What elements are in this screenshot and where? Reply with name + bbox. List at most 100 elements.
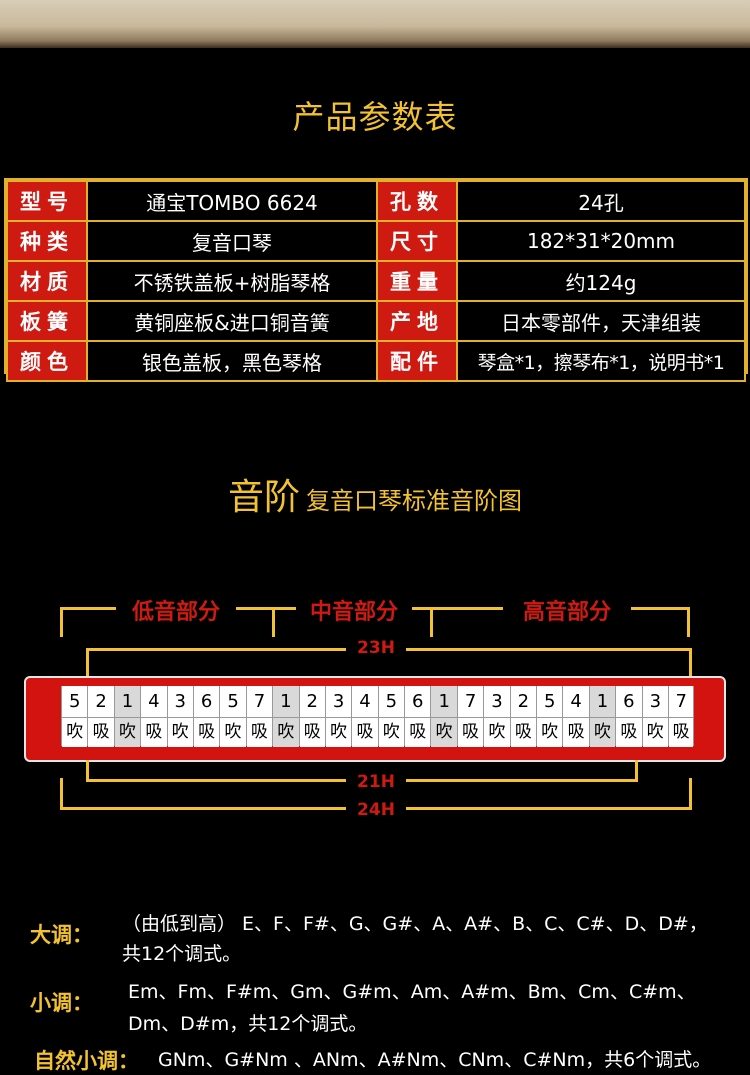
hole-note: 6	[405, 686, 431, 718]
hole-action: 吸	[88, 718, 114, 747]
high-section-label: 高音部分	[503, 594, 631, 626]
spec-value: 182*31*20mm	[456, 220, 746, 262]
spec-key: 材质	[6, 260, 88, 302]
hole-note: 1	[273, 686, 299, 718]
spec-value: 复音口琴	[86, 220, 378, 262]
hole-action: 吸	[563, 718, 589, 747]
scale-title-main: 音阶	[227, 477, 300, 518]
natural-minor-label: 自然小调：	[34, 1049, 139, 1073]
hole-note: 3	[325, 686, 352, 718]
hole-note: 7	[246, 686, 273, 718]
low-section-label: 低音部分	[116, 594, 236, 626]
hole-action: 吸	[299, 718, 325, 747]
spec-value: 通宝TOMBO 6624	[86, 180, 378, 222]
spec-value: 银色盖板，黑色琴格	[86, 340, 378, 382]
hole-note: 5	[537, 686, 563, 718]
hole-action: 吹	[220, 718, 246, 747]
spec-key: 配件	[376, 340, 458, 382]
hole-action: 吹	[378, 718, 405, 747]
spec-row: 材质不锈铁盖板+树脂琴格重量约124g	[6, 260, 746, 302]
spec-key: 种类	[6, 220, 88, 262]
spec-key: 颜色	[6, 340, 88, 382]
hole-note: 4	[141, 686, 167, 718]
hole-note: 5	[62, 686, 88, 718]
natural-minor-line: GNm、G#Nm 、ANm、A#Nm、CNm、C#Nm，共6个调式。	[158, 1049, 712, 1071]
hole-note: 5	[378, 686, 405, 718]
spec-row: 颜色银色盖板，黑色琴格配件琴盒*1，擦琴布*1，说明书*1	[6, 340, 746, 382]
hole-note: 5	[220, 686, 246, 718]
hole-note: 1	[431, 686, 457, 718]
mid-section-label: 中音部分	[296, 594, 412, 626]
spec-value: 日本零部件，天津组装	[456, 300, 746, 342]
spec-value: 24孔	[456, 180, 746, 222]
23h-label: 23H	[346, 638, 406, 658]
spec-value: 不锈铁盖板+树脂琴格	[86, 260, 378, 302]
major-line-2: 共12个调式。	[122, 943, 242, 965]
minor-line-1: Em、Fm、F#m、Gm、G#m、Am、A#m、Bm、Cm、C#m、	[128, 981, 696, 1003]
hole-note: 2	[299, 686, 325, 718]
hole-note: 3	[484, 686, 510, 718]
hole-action: 吹	[484, 718, 510, 747]
hole-action: 吹	[273, 718, 299, 747]
spec-key: 尺寸	[376, 220, 458, 262]
hole-note: 6	[616, 686, 642, 718]
major-label: 大调：	[30, 923, 93, 947]
decorative-top-band	[0, 0, 750, 48]
hole-action: 吹	[62, 718, 88, 747]
hole-note: 7	[457, 686, 484, 718]
hole-note: 1	[589, 686, 616, 718]
hole-action: 吹	[114, 718, 141, 747]
spec-row: 板簧黄铜座板&进口铜音簧产地日本零部件，天津组装	[6, 300, 746, 342]
hole-note: 7	[668, 686, 694, 718]
hole-note: 3	[167, 686, 193, 718]
major-line-1: （由低到高） E、F、F#、G、G#、A、A#、B、C、C#、D、D#，	[122, 913, 708, 935]
hole-action: 吹	[167, 718, 193, 747]
hole-action: 吸	[405, 718, 431, 747]
spec-value: 约124g	[456, 260, 746, 302]
spec-key: 型号	[6, 180, 88, 222]
spec-value: 黄铜座板&进口铜音簧	[86, 300, 378, 342]
spec-value: 琴盒*1，擦琴布*1，说明书*1	[456, 340, 746, 382]
hole-action: 吸	[246, 718, 273, 747]
hole-note: 2	[510, 686, 537, 718]
hole-action: 吸	[141, 718, 167, 747]
hole-note: 3	[642, 686, 668, 718]
hole-note: 2	[88, 686, 114, 718]
hole-action: 吹	[537, 718, 563, 747]
hole-action: 吸	[510, 718, 537, 747]
hole-action: 吸	[352, 718, 378, 747]
hole-action: 吹	[431, 718, 457, 747]
hole-action: 吸	[457, 718, 484, 747]
minor-label: 小调：	[30, 991, 93, 1015]
hole-note: 4	[563, 686, 589, 718]
24h-label: 24H	[346, 800, 406, 820]
hole-note: 1	[114, 686, 141, 718]
hole-action: 吸	[668, 718, 694, 747]
spec-key: 产地	[376, 300, 458, 342]
scale-title-sub: 复音口琴标准音阶图	[306, 487, 522, 515]
